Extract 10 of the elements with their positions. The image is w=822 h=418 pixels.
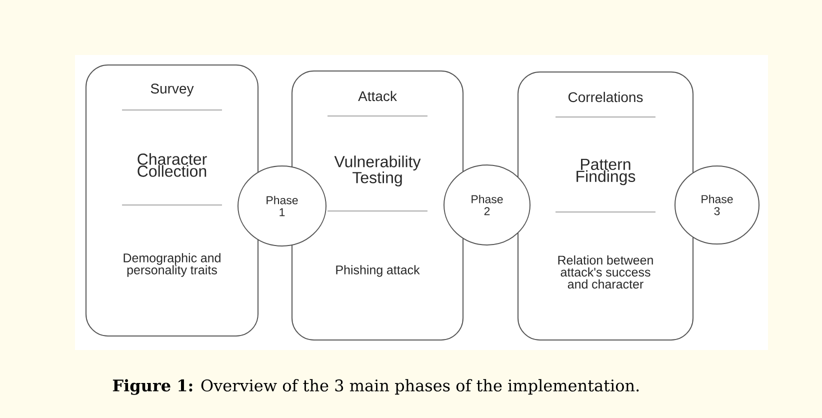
box-description: Demographic and personality traits xyxy=(124,253,220,277)
box-description: Relation between attack's success and character xyxy=(558,255,653,289)
box-title: Character Collection xyxy=(138,153,207,177)
box-heading: Attack xyxy=(358,90,397,102)
box-heading: Survey xyxy=(150,84,194,96)
box-heading: Correlations xyxy=(568,92,643,102)
box-title: Vulnerability Testing xyxy=(334,156,421,186)
box-description: Phishing attack xyxy=(336,265,420,277)
figure-caption: Figure 1: Overview of the 3 main phases of the implementation. xyxy=(112,379,639,395)
box-title: Pattern Findings xyxy=(576,158,636,186)
